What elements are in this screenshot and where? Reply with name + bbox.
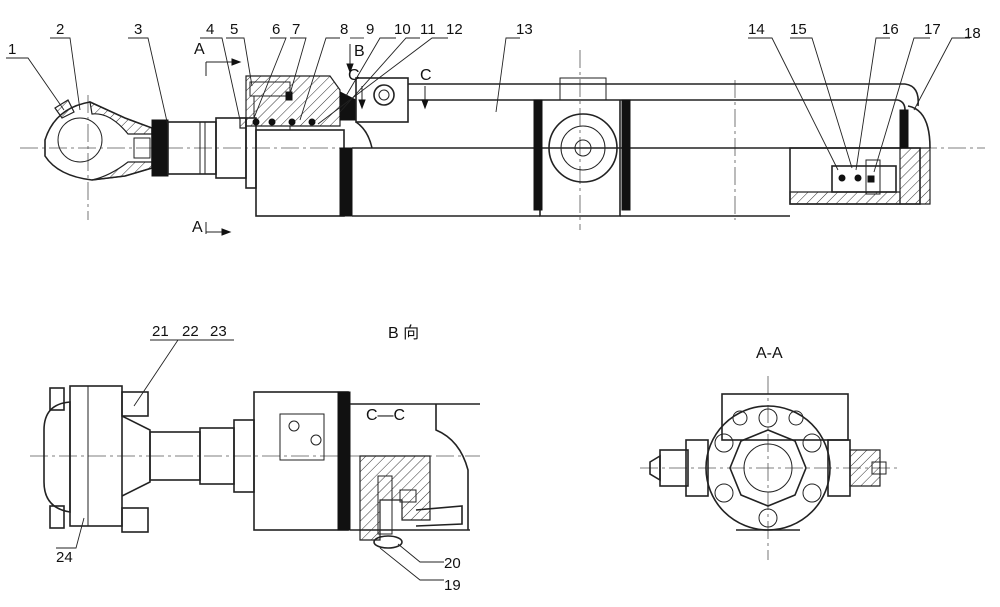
barrel-tube bbox=[352, 77, 920, 217]
section-arrow-a-top: A bbox=[194, 41, 242, 76]
label-b-top: B bbox=[354, 43, 365, 60]
part-label-1: 1 bbox=[8, 41, 16, 58]
part-label-9: 9 bbox=[366, 21, 374, 38]
view-b-title: B 向 bbox=[388, 324, 419, 342]
clevis-end bbox=[44, 99, 153, 181]
part-label-3: 3 bbox=[134, 21, 142, 38]
part-label-14: 14 bbox=[748, 21, 765, 38]
label-c-left: C bbox=[348, 67, 360, 84]
part-label-4: 4 bbox=[206, 21, 214, 38]
view-aa: A-A bbox=[640, 345, 900, 560]
part-label-11: 11 bbox=[420, 21, 436, 38]
part-label-17: 17 bbox=[924, 21, 941, 38]
part-label-19: 19 bbox=[444, 577, 461, 594]
label-a-bottom: A bbox=[192, 219, 203, 236]
part-number-labels: 1 2 3 4 5 6 7 8 9 10 11 12 13 14 15 16 1… bbox=[8, 21, 981, 594]
part-label-6: 6 bbox=[272, 21, 280, 38]
leader-lines-main bbox=[6, 37, 970, 173]
part-label-22: 22 bbox=[182, 323, 199, 340]
view-b: B 向 C—C bbox=[30, 324, 480, 581]
part-label-2: 2 bbox=[56, 21, 64, 38]
part-label-16: 16 bbox=[882, 21, 899, 38]
section-cc-title: C—C bbox=[366, 407, 405, 424]
part-label-10: 10 bbox=[394, 21, 411, 38]
part-label-7: 7 bbox=[292, 21, 300, 38]
gland-head bbox=[239, 75, 357, 217]
part-label-8: 8 bbox=[340, 21, 348, 38]
part-label-12: 12 bbox=[446, 21, 463, 38]
part-label-20: 20 bbox=[444, 555, 461, 572]
part-label-23: 23 bbox=[210, 323, 227, 340]
section-arrow-c-left: C bbox=[348, 67, 366, 110]
label-c-right: C bbox=[420, 67, 432, 84]
section-aa-title: A-A bbox=[756, 345, 783, 362]
cap-end bbox=[789, 105, 931, 205]
part-label-24: 24 bbox=[56, 549, 73, 566]
part-label-18: 18 bbox=[964, 25, 981, 42]
main-view: A A B C C bbox=[6, 37, 985, 236]
part-label-15: 15 bbox=[790, 21, 807, 38]
port-block bbox=[355, 77, 409, 149]
part-label-21: 21 bbox=[152, 323, 169, 340]
section-arrow-c-right: C bbox=[420, 67, 432, 110]
section-arrow-b: B bbox=[346, 43, 365, 74]
part-label-13: 13 bbox=[516, 21, 533, 38]
section-arrow-a-bottom: A bbox=[192, 219, 232, 236]
part-label-5: 5 bbox=[230, 21, 238, 38]
label-a-top: A bbox=[194, 41, 205, 58]
